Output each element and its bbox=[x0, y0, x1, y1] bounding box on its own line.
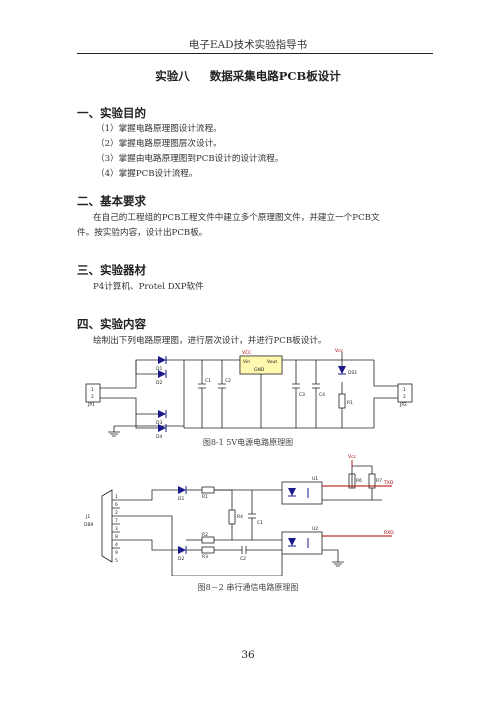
label-jp2: JP2 bbox=[399, 402, 407, 408]
header-rule bbox=[77, 53, 433, 54]
experiment-number: 实验八 bbox=[155, 69, 190, 83]
db9-pin-1: 1 bbox=[115, 494, 118, 500]
label-jp1-pin1: 1 bbox=[91, 387, 94, 393]
label-c1: C1 bbox=[205, 378, 211, 384]
label-r2: R2 bbox=[202, 532, 208, 538]
db9-pin-7: 7 bbox=[115, 518, 118, 524]
label-d4: D4 bbox=[156, 434, 162, 438]
diode-d1-fig2 bbox=[178, 486, 186, 494]
label-d1: D1 bbox=[156, 366, 162, 372]
label-c2: C2 bbox=[240, 556, 246, 562]
experiment-name: 数据采集电路PCB板设计 bbox=[209, 69, 341, 83]
content-line: 绘制出下列电路原理图，进行层次设计，并进行PCB板设计。 bbox=[93, 336, 327, 346]
db9-pin-4: 4 bbox=[115, 542, 118, 548]
diode-d3 bbox=[158, 410, 166, 418]
page-number: 36 bbox=[241, 649, 255, 661]
label-c3: C3 bbox=[299, 392, 305, 398]
label-r1: R1 bbox=[202, 494, 208, 500]
label-d2: D2 bbox=[156, 380, 162, 386]
label-jp2-pin2: 2 bbox=[403, 394, 406, 400]
label-r1: R1 bbox=[347, 400, 353, 406]
db9-pin-6: 6 bbox=[115, 502, 118, 508]
section-heading-equipment: 三、实验器材 bbox=[77, 263, 146, 277]
label-db9: DB9 bbox=[84, 522, 94, 528]
diode-d1 bbox=[158, 356, 166, 364]
label-jp1-pin2: 2 bbox=[91, 394, 94, 400]
label-d3: D3 bbox=[156, 420, 162, 426]
diode-d2 bbox=[158, 370, 166, 378]
label-c2: C2 bbox=[225, 378, 231, 384]
purpose-item-4: （4）掌握PCB设计流程。 bbox=[96, 169, 198, 179]
jp1-connector bbox=[85, 383, 101, 403]
diode-d2-fig2 bbox=[178, 546, 186, 554]
label-r7: R7 bbox=[376, 478, 382, 484]
optocoupler-u1 bbox=[281, 481, 323, 505]
section-body-requirements: 在自己的工程组的PCB工程文件中建立多个原理图文件，并建立一个PCB文 件。按实… bbox=[77, 211, 437, 241]
figure-8-1-caption: 图8-1 5V电源电路原理图 bbox=[202, 438, 294, 447]
label-vcc: Vcc bbox=[348, 454, 357, 460]
label-reg-out: Vout bbox=[267, 359, 277, 365]
label-c1: C1 bbox=[257, 520, 263, 526]
db9-pin-3: 3 bbox=[115, 526, 118, 532]
db9-pin-5: 5 bbox=[115, 558, 118, 564]
label-d2: D2 bbox=[178, 556, 184, 562]
experiment-title: 实验八 数据采集电路PCB板设计 bbox=[0, 68, 496, 84]
label-u2: U2 bbox=[312, 526, 318, 532]
label-r3: R3 bbox=[202, 554, 208, 560]
label-reg-gnd: GND bbox=[254, 367, 265, 373]
power-supply-schematic: JP1 JP2 1 2 1 2 D1 D2 D3 D4 C1 C2 C3 C4 … bbox=[85, 348, 413, 438]
label-reg-in: Vin bbox=[243, 359, 250, 365]
requirements-line-2: 件。按实验内容，设计出PCB板。 bbox=[77, 228, 208, 238]
db9-connector bbox=[101, 489, 113, 563]
db9-pin-2: 2 bbox=[115, 510, 118, 516]
label-vcc2: Vcc bbox=[335, 348, 344, 354]
db9-pin-9: 9 bbox=[115, 550, 118, 556]
label-r4: R4 bbox=[237, 514, 243, 520]
section-body-purpose: （1）掌握电路原理图设计流程。 （2）掌握电路原理图层次设计。 （3）掌握由电路… bbox=[96, 122, 283, 182]
running-header: 电子EAD技术实验指导书 bbox=[188, 39, 308, 51]
section-heading-requirements: 二、基本要求 bbox=[77, 194, 146, 208]
jp2-connector bbox=[397, 383, 413, 403]
purpose-item-3: （3）掌握由电路原理图到PCB设计的设计流程。 bbox=[96, 154, 284, 164]
optocoupler-u2 bbox=[281, 531, 323, 555]
section-heading-purpose: 一、实验目的 bbox=[77, 106, 146, 120]
purpose-item-1: （1）掌握电路原理图设计流程。 bbox=[96, 124, 222, 134]
label-jp1: JP1 bbox=[87, 402, 95, 408]
label-vcc: VCC bbox=[242, 350, 251, 356]
label-d1: D1 bbox=[178, 496, 184, 502]
db9-pin-8: 8 bbox=[115, 534, 118, 540]
label-rxd: RXD bbox=[384, 530, 394, 536]
led-ds1 bbox=[338, 366, 346, 374]
label-jp2-pin1: 1 bbox=[403, 387, 406, 393]
label-j1: J1 bbox=[85, 514, 90, 520]
figure-8-2-caption: 图8－2 串行通信电路原理图 bbox=[197, 583, 299, 592]
label-r6: R6 bbox=[356, 478, 362, 484]
diode-d4 bbox=[158, 424, 166, 432]
u2-led-icon bbox=[288, 538, 296, 546]
label-c4: C4 bbox=[319, 392, 325, 398]
label-u1: U1 bbox=[312, 476, 318, 482]
label-led: DS1 bbox=[348, 370, 357, 376]
label-txd: TXD bbox=[383, 480, 394, 486]
equipment-line: P4计算机、Protel DXP软件 bbox=[93, 282, 204, 292]
serial-comm-schematic: Vcc R6 R7 U1 U2 TXD RXD J1 DB9 D1 D2 R1 … bbox=[84, 454, 394, 576]
section-heading-content: 四、实验内容 bbox=[77, 317, 146, 331]
purpose-item-2: （2）掌握电路原理图层次设计。 bbox=[96, 139, 222, 149]
requirements-line-1: 在自己的工程组的PCB工程文件中建立多个原理图文件，并建立一个PCB文 bbox=[93, 213, 380, 223]
u1-led-icon bbox=[288, 488, 296, 496]
